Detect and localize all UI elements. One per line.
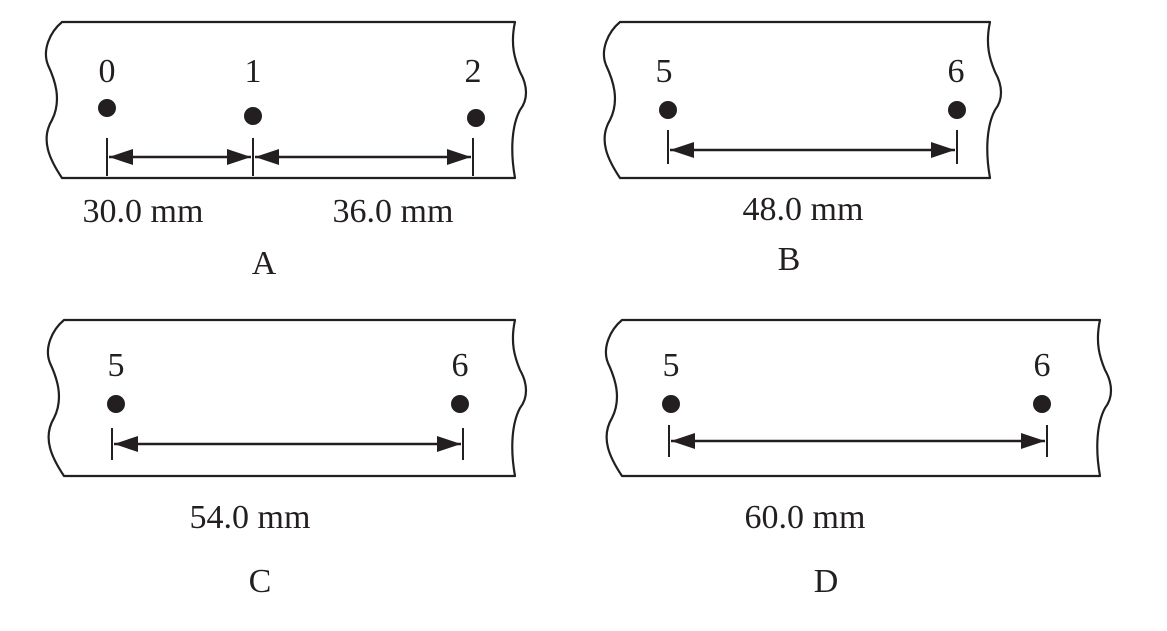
dot-5 <box>107 395 125 413</box>
point-label-6: 6 <box>948 53 965 90</box>
dimension-arrow-5-6 <box>671 433 1045 449</box>
panel-letter-d: D <box>814 563 839 600</box>
panel-letter-a: A <box>252 245 277 282</box>
dimension-arrow-5-6 <box>670 142 955 158</box>
dot-5 <box>659 101 677 119</box>
panel-b: 5 6 48.0 mm B <box>602 20 1003 278</box>
measurement-5-6: 54.0 mm <box>190 499 311 536</box>
dimension-arrow-5-6 <box>114 436 461 452</box>
measurement-5-6: 60.0 mm <box>745 499 866 536</box>
point-label-6: 6 <box>452 347 469 384</box>
paper-tape <box>602 20 1003 180</box>
dot-6 <box>948 101 966 119</box>
point-label-6: 6 <box>1034 347 1051 384</box>
panel-letter-c: C <box>249 563 272 600</box>
dot-2 <box>467 109 485 127</box>
dimension-arrow-0-1 <box>109 149 251 165</box>
panel-letter-b: B <box>778 241 801 278</box>
point-label-5: 5 <box>656 53 673 90</box>
point-label-1: 1 <box>245 53 262 90</box>
measurement-1-2: 36.0 mm <box>333 193 454 230</box>
paper-tape <box>46 318 528 478</box>
dot-1 <box>244 107 262 125</box>
measurement-5-6: 48.0 mm <box>743 191 864 228</box>
point-label-0: 0 <box>99 53 116 90</box>
paper-tape <box>604 318 1113 478</box>
dot-6 <box>1033 395 1051 413</box>
point-label-2: 2 <box>465 53 482 90</box>
point-label-5: 5 <box>108 347 125 384</box>
paper-tape <box>44 20 528 180</box>
measurement-0-1: 30.0 mm <box>83 193 204 230</box>
dimension-arrow-1-2 <box>255 149 471 165</box>
panel-a: 0 1 2 30.0 mm 36.0 mm A <box>44 20 528 282</box>
panel-c: 5 6 54.0 mm C <box>46 318 528 600</box>
dot-0 <box>98 99 116 117</box>
dot-5 <box>662 395 680 413</box>
panel-d: 5 6 60.0 mm D <box>604 318 1113 600</box>
point-label-5: 5 <box>663 347 680 384</box>
dot-6 <box>451 395 469 413</box>
